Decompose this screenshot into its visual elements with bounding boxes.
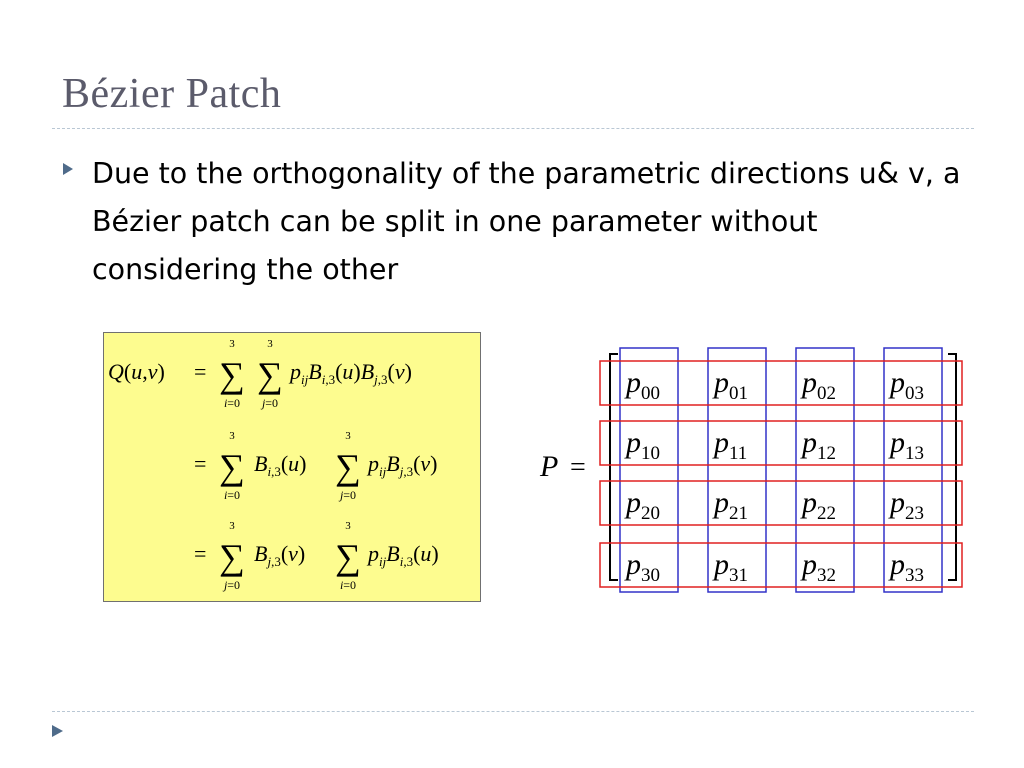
svg-text:=: = [194,359,206,384]
svg-text:Bi,3(u): Bi,3(u) [254,451,306,479]
svg-text:=: = [194,541,206,566]
row-box-3 [599,542,963,588]
title-divider [52,128,974,129]
svg-text:∑: ∑ [219,537,245,577]
svg-text:i=0: i=0 [224,488,240,502]
row-box-0 [599,360,963,406]
bullet-arrow-icon [63,163,73,175]
matrix-right-bracket [948,353,957,581]
matrix-entry-10: p10 [624,426,660,464]
svg-text:j=0: j=0 [338,488,356,502]
svg-text:3: 3 [229,520,235,532]
slide-title: Bézier Patch [62,71,282,117]
matrix-entry-00: p00 [624,366,660,404]
svg-text:Q(u,v): Q(u,v) [108,359,165,384]
svg-text:3: 3 [345,430,351,442]
svg-text:3: 3 [229,338,235,350]
column-box-1 [707,347,767,593]
column-box-3 [883,347,943,593]
matrix-entry-23: p23 [888,486,924,524]
svg-text:3: 3 [345,520,351,532]
svg-text:3: 3 [229,430,235,442]
matrix-entry-03: p03 [888,366,924,404]
formula-equations: Q(u,v) = 3 ∑ i=0 3 ∑ j=0 pijBi,3(u)Bj,3(… [108,338,439,592]
matrix-entry-02: p02 [800,366,836,404]
svg-text:∑: ∑ [335,537,361,577]
matrix-entry-22: p22 [800,486,836,524]
matrix-entry-33: p33 [888,548,924,586]
formula-box: Q(u,v) = 3 ∑ i=0 3 ∑ j=0 pijBi,3(u)Bj,3(… [103,332,481,602]
footer-divider [52,711,974,712]
formula-line-2: = 3 ∑ i=0 Bi,3(u) 3 ∑ j=0 pijBj,3(v) [194,430,437,502]
svg-text:pijBi,3(u): pijBi,3(u) [366,541,439,569]
svg-text:j=0: j=0 [222,578,240,592]
matrix-entry-31: p31 [712,548,748,586]
matrix-left-bracket [609,353,618,581]
matrix-entry-20: p20 [624,486,660,524]
svg-text:∑: ∑ [335,447,361,487]
svg-text:j=0: j=0 [260,396,278,410]
formula-line-1: Q(u,v) = 3 ∑ i=0 3 ∑ j=0 pijBi,3(u)Bj,3(… [108,338,412,410]
control-point-matrix: P = p00 p01 p02 p03 p10 p11 p12 p13 p20 p21 p22 p23 p3… [539,347,963,593]
matrix-entry-32: p32 [800,548,836,586]
row-box-1 [599,420,963,466]
formula-line-3: = 3 ∑ j=0 Bj,3(v) 3 ∑ i=0 pijBi,3(u) [194,520,439,592]
svg-text:i=0: i=0 [340,578,356,592]
matrix-equals: = [570,452,586,483]
matrix-label: P [539,450,558,483]
svg-text:Bj,3(v): Bj,3(v) [254,541,305,569]
matrix-entry-11: p11 [712,426,747,464]
bullet-text: Due to the orthogonality of the parametr… [92,157,961,286]
footer-arrow-icon [52,725,63,737]
matrix-entry-01: p01 [712,366,748,404]
column-box-2 [795,347,855,593]
row-box-2 [599,480,963,526]
svg-text:∑: ∑ [219,355,245,395]
svg-text:∑: ∑ [219,447,245,487]
matrix-entry-12: p12 [800,426,836,464]
svg-text:3: 3 [267,338,273,350]
svg-text:pijBi,3(u)Bj,3(v): pijBi,3(u)Bj,3(v) [288,359,412,387]
matrix-entry-13: p13 [888,426,924,464]
svg-text:∑: ∑ [257,355,283,395]
svg-text:=: = [194,451,206,476]
column-box-0 [619,347,679,593]
matrix-entry-21: p21 [712,486,748,524]
matrix-entry-30: p30 [624,548,660,586]
svg-text:i=0: i=0 [224,396,240,410]
svg-text:pijBj,3(v): pijBj,3(v) [366,451,437,479]
